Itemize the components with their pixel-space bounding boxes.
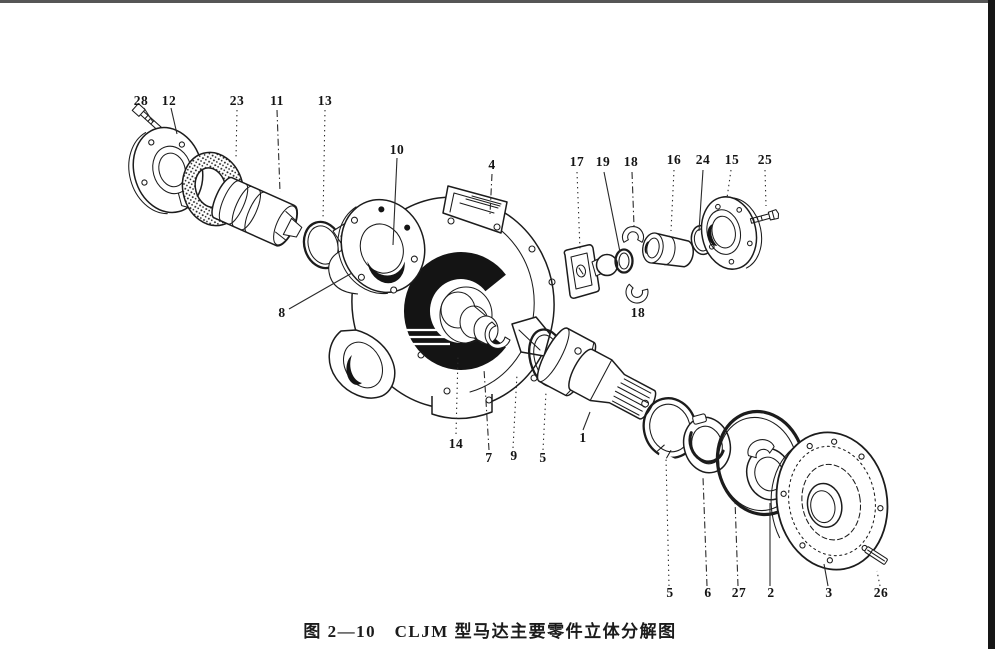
leader-line-28 (143, 107, 154, 123)
leader-line-10 (392, 157, 398, 246)
part-3-end-flange (770, 431, 889, 571)
figure-caption: 图 2—10 CLJM 型马达主要零件立体分解图 (303, 622, 677, 641)
page-right-border (988, 0, 995, 649)
part-label-8: 8 (278, 305, 285, 320)
part-label-1: 1 (579, 430, 586, 445)
leader-line-17 (576, 171, 581, 251)
housing-top-port (442, 185, 508, 234)
part-18-half-ring-bottom (625, 283, 649, 304)
part-16-bushing (642, 232, 695, 268)
part-18-half-ring-top (621, 226, 645, 243)
leader-line-11 (276, 109, 281, 193)
leader-line-4 (489, 173, 493, 215)
part-17-slipper-pad (563, 244, 600, 299)
part-19-ball-link (591, 253, 619, 277)
leader-line-14 (455, 355, 459, 435)
part-1-output-shaft (536, 327, 657, 420)
part-label-28: 28 (134, 93, 149, 108)
leader-line-1 (582, 411, 591, 431)
leader-line-5 (542, 391, 547, 451)
part-label-7: 7 (485, 450, 492, 465)
motor-housing (328, 185, 556, 420)
part-label-16: 16 (667, 152, 682, 167)
part-label-18: 18 (624, 154, 639, 169)
part-label-13: 13 (318, 93, 333, 108)
housing-side-boss (328, 329, 396, 399)
page-top-border (0, 0, 995, 3)
part-label-12: 12 (162, 93, 177, 108)
leader-line-5 (665, 457, 670, 587)
part-6-bearing-bush (682, 413, 732, 474)
leader-line-24 (698, 169, 704, 232)
part-label-17: 17 (570, 154, 585, 169)
front-flange (337, 198, 426, 295)
part-7-split-bushing (484, 321, 511, 349)
part-26-pin (864, 546, 888, 565)
part-label-18: 18 (631, 305, 646, 320)
leader-line-15 (726, 169, 732, 199)
leader-line-23 (235, 109, 238, 159)
part-25-bolt (749, 209, 780, 224)
leader-line-25 (764, 169, 767, 207)
part-label-14: 14 (449, 436, 464, 451)
leader-line-16 (670, 169, 675, 232)
part-label-5: 5 (539, 450, 546, 465)
part-label-3: 3 (825, 585, 832, 600)
leader-line-27 (734, 499, 739, 587)
part-label-5: 5 (666, 585, 673, 600)
part-label-19: 19 (596, 154, 611, 169)
part-label-27: 27 (732, 585, 747, 600)
part-label-25: 25 (758, 152, 773, 167)
part-9-wedge-block (511, 316, 551, 357)
part-19-ring (614, 248, 634, 274)
part-label-10: 10 (390, 142, 405, 157)
part-label-15: 15 (725, 152, 740, 167)
part-15-flange (700, 196, 763, 270)
part-label-26: 26 (874, 585, 889, 600)
leader-line-8 (288, 272, 353, 310)
part-label-23: 23 (230, 93, 245, 108)
part-label-2: 2 (767, 585, 774, 600)
leader-line-13 (322, 109, 326, 221)
leader-line-18 (631, 171, 635, 227)
part-label-9: 9 (510, 448, 517, 463)
leader-line-26 (876, 570, 881, 587)
part-label-11: 11 (270, 93, 284, 108)
leader-line-6 (702, 476, 708, 587)
leader-line-7 (483, 368, 490, 451)
part-label-4: 4 (488, 157, 495, 172)
leader-line-3 (823, 563, 829, 587)
leader-line-19 (603, 171, 621, 253)
part-11-valve-spool (211, 176, 303, 247)
leader-line-12 (170, 107, 178, 135)
part-label-24: 24 (696, 152, 711, 167)
part-label-6: 6 (704, 585, 711, 600)
